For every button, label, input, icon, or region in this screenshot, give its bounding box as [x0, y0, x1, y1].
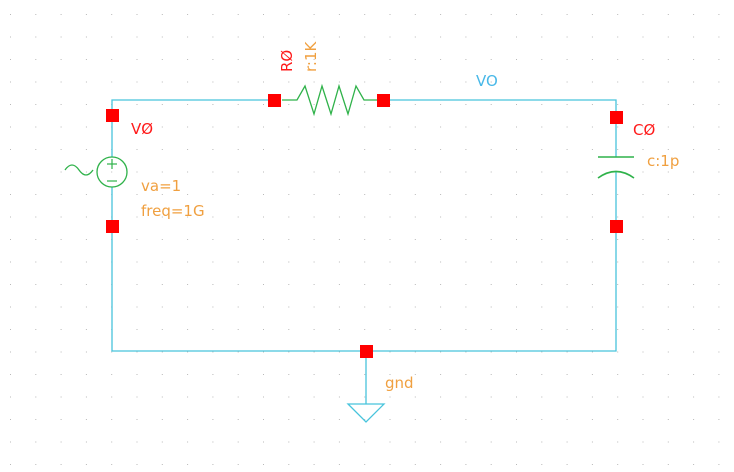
capacitor-icon[interactable]: [597, 156, 635, 179]
capacitor-pin-bottom[interactable]: [610, 220, 623, 233]
wire-bottom-loop[interactable]: [111, 226, 617, 352]
resistor-value: r:1K: [302, 40, 320, 72]
wires: [111, 99, 617, 352]
wire-left-to-resistor[interactable]: [111, 99, 273, 115]
ground-pin[interactable]: [360, 345, 373, 358]
net-label-vo: VO: [476, 72, 498, 90]
voltage-source-param-va: va=1: [141, 177, 181, 195]
source-pin-bottom[interactable]: [106, 220, 119, 233]
resistor-pin-right[interactable]: [377, 94, 390, 107]
source-pin-top[interactable]: [106, 109, 119, 122]
sine-source-icon[interactable]: [64, 156, 128, 188]
resistor-pin-left[interactable]: [268, 94, 281, 107]
capacitor-name: CØ: [633, 121, 655, 139]
grid-dots: [10, 14, 720, 465]
resistor-zigzag-icon[interactable]: [282, 83, 382, 117]
voltage-source-name: VØ: [131, 120, 153, 138]
pins: [106, 94, 623, 358]
resistor-name: RØ: [278, 50, 296, 72]
ground-triangle-icon[interactable]: [346, 358, 386, 423]
voltage-source-param-freq: freq=1G: [141, 202, 205, 220]
capacitor-value: c:1p: [647, 152, 679, 170]
capacitor-pin-top[interactable]: [610, 111, 623, 124]
ground-label: gnd: [385, 374, 414, 392]
wire-vo-net[interactable]: [382, 99, 617, 117]
